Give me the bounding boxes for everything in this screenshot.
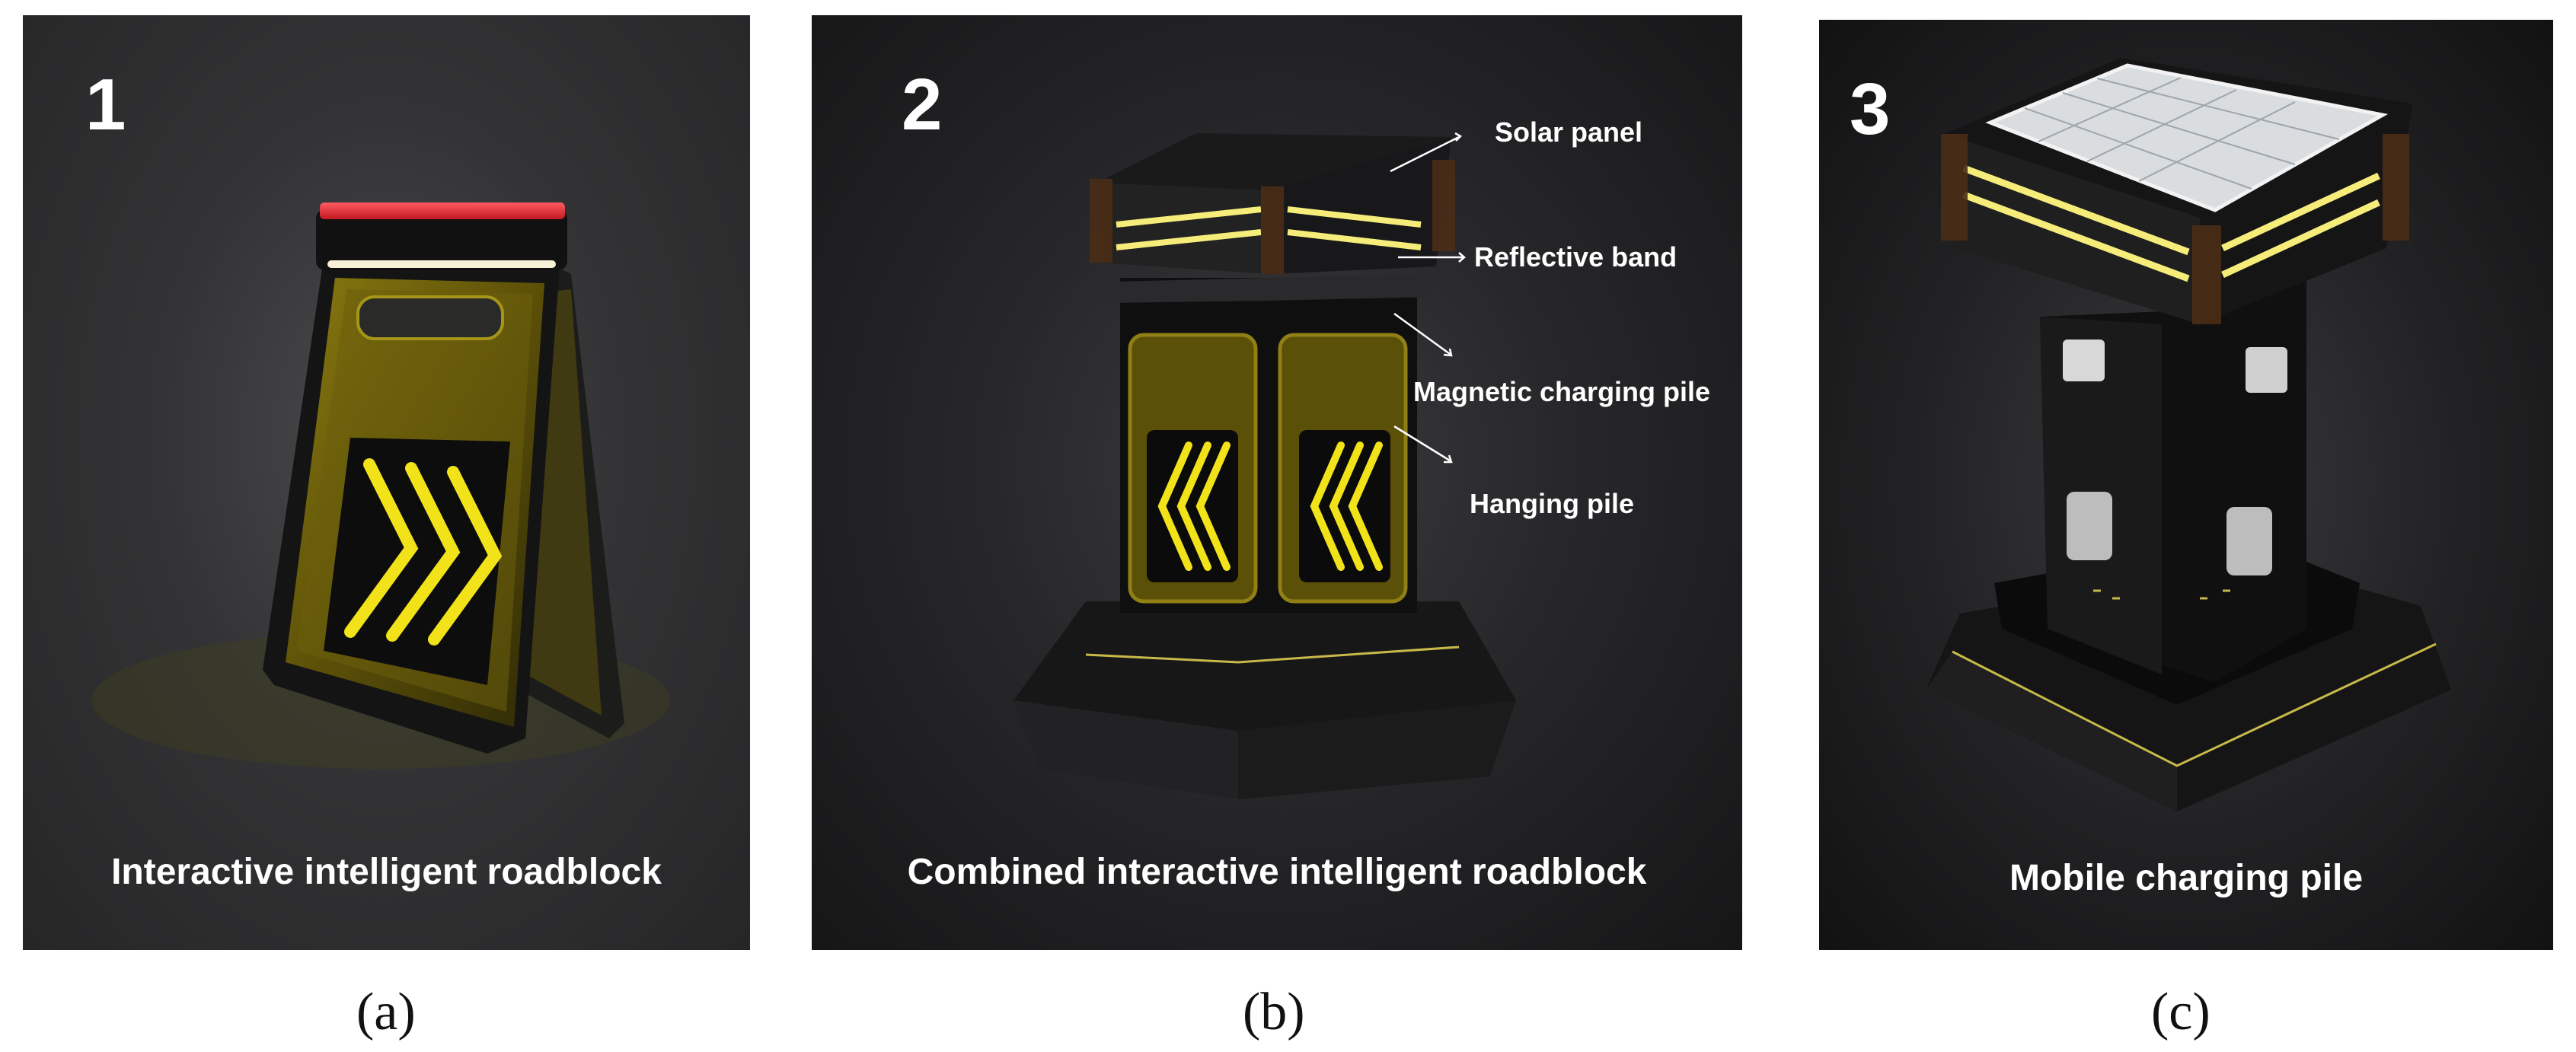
solar-grid xyxy=(2024,77,2340,190)
subfigure-label-b: (b) xyxy=(1243,983,1305,1041)
panel-caption: Interactive intelligent roadblock xyxy=(111,852,662,892)
panel-number: 2 xyxy=(902,64,943,145)
hanging-pile-right xyxy=(1278,333,1408,604)
magnetic-charging-band xyxy=(1109,274,1436,303)
top-lamp-red xyxy=(320,202,565,219)
callout-leaders xyxy=(1390,132,1466,464)
panel-mobile-charging-pile: 3 Mobile charging pile xyxy=(1819,20,2553,950)
hanging-pile-left xyxy=(1128,333,1258,604)
panel-roadblock: 1 Interactive intelligent roadblock xyxy=(23,15,750,950)
subfigure-label-c: (c) xyxy=(2151,983,2211,1041)
callout-hanging-pile: Hanging pile xyxy=(1470,488,1634,519)
callout-magnetic-charging-pile: Magnetic charging pile xyxy=(1413,376,1711,407)
top-lamp-body xyxy=(316,209,567,270)
panel-number: 3 xyxy=(1850,69,1891,150)
panel-number: 1 xyxy=(85,64,126,145)
panel-caption: Mobile charging pile xyxy=(2009,858,2364,898)
charging-pile-illustration xyxy=(1926,58,2451,811)
callout-reflective-band: Reflective band xyxy=(1474,241,1677,273)
handle-slot xyxy=(356,295,504,340)
reflective-band xyxy=(1962,164,2380,282)
roadblock-illustration xyxy=(91,202,670,769)
panel-combined-roadblock: 2 Solar panel Reflective band Magnetic c… xyxy=(812,15,1742,950)
reflective-band xyxy=(1116,206,1422,250)
callout-solar-panel: Solar panel xyxy=(1495,116,1643,148)
panel-caption: Combined interactive intelligent roadblo… xyxy=(907,852,1647,892)
charging-sockets xyxy=(2063,340,2287,600)
chevron-arrows xyxy=(344,458,503,646)
subfigure-label-a: (a) xyxy=(356,983,416,1041)
combined-roadblock-illustration xyxy=(1013,132,1516,799)
